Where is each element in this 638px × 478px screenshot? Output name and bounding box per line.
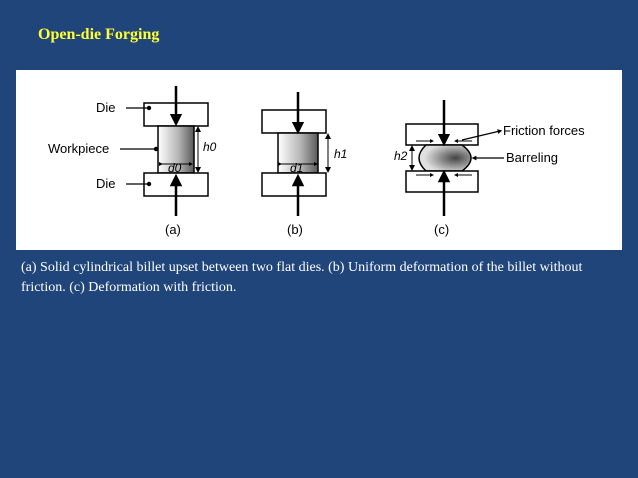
top-die-b <box>261 109 327 134</box>
die-bottom-label: Die <box>96 176 116 191</box>
h2-label: h2 <box>394 149 408 163</box>
top-die-c <box>405 123 479 146</box>
barreling-label: Barreling <box>506 150 558 165</box>
subfigure-b: d1 h1 (b) <box>261 92 347 237</box>
barreled-billet-c <box>418 144 472 172</box>
subfigure-label-c: (c) <box>434 222 449 237</box>
subfigure-c: h2 Friction forces Barreling (c) <box>394 100 585 237</box>
friction-forces-label: Friction forces <box>503 123 585 138</box>
subfigure-a: Die Workpiece Die d0 h0 (a) <box>48 86 217 237</box>
d0-label: d0 <box>168 161 182 175</box>
bottom-die-c <box>405 170 479 193</box>
subfigure-label-a: (a) <box>165 222 181 237</box>
h1-label: h1 <box>334 147 347 161</box>
h0-label: h0 <box>203 140 217 154</box>
workpiece-label: Workpiece <box>48 141 109 156</box>
d1-label: d1 <box>290 161 303 175</box>
die-top-label: Die <box>96 100 116 115</box>
forging-figure: Die Workpiece Die d0 h0 (a) d1 h1 (b) <box>16 70 622 250</box>
subfigure-label-b: (b) <box>287 222 303 237</box>
slide-title: Open-die Forging <box>38 26 160 43</box>
figure-caption: (a) Solid cylindrical billet upset betwe… <box>21 260 583 295</box>
forging-diagram: Die Workpiece Die d0 h0 (a) d1 h1 (b) <box>48 86 585 237</box>
bottom-die-b <box>261 172 327 197</box>
